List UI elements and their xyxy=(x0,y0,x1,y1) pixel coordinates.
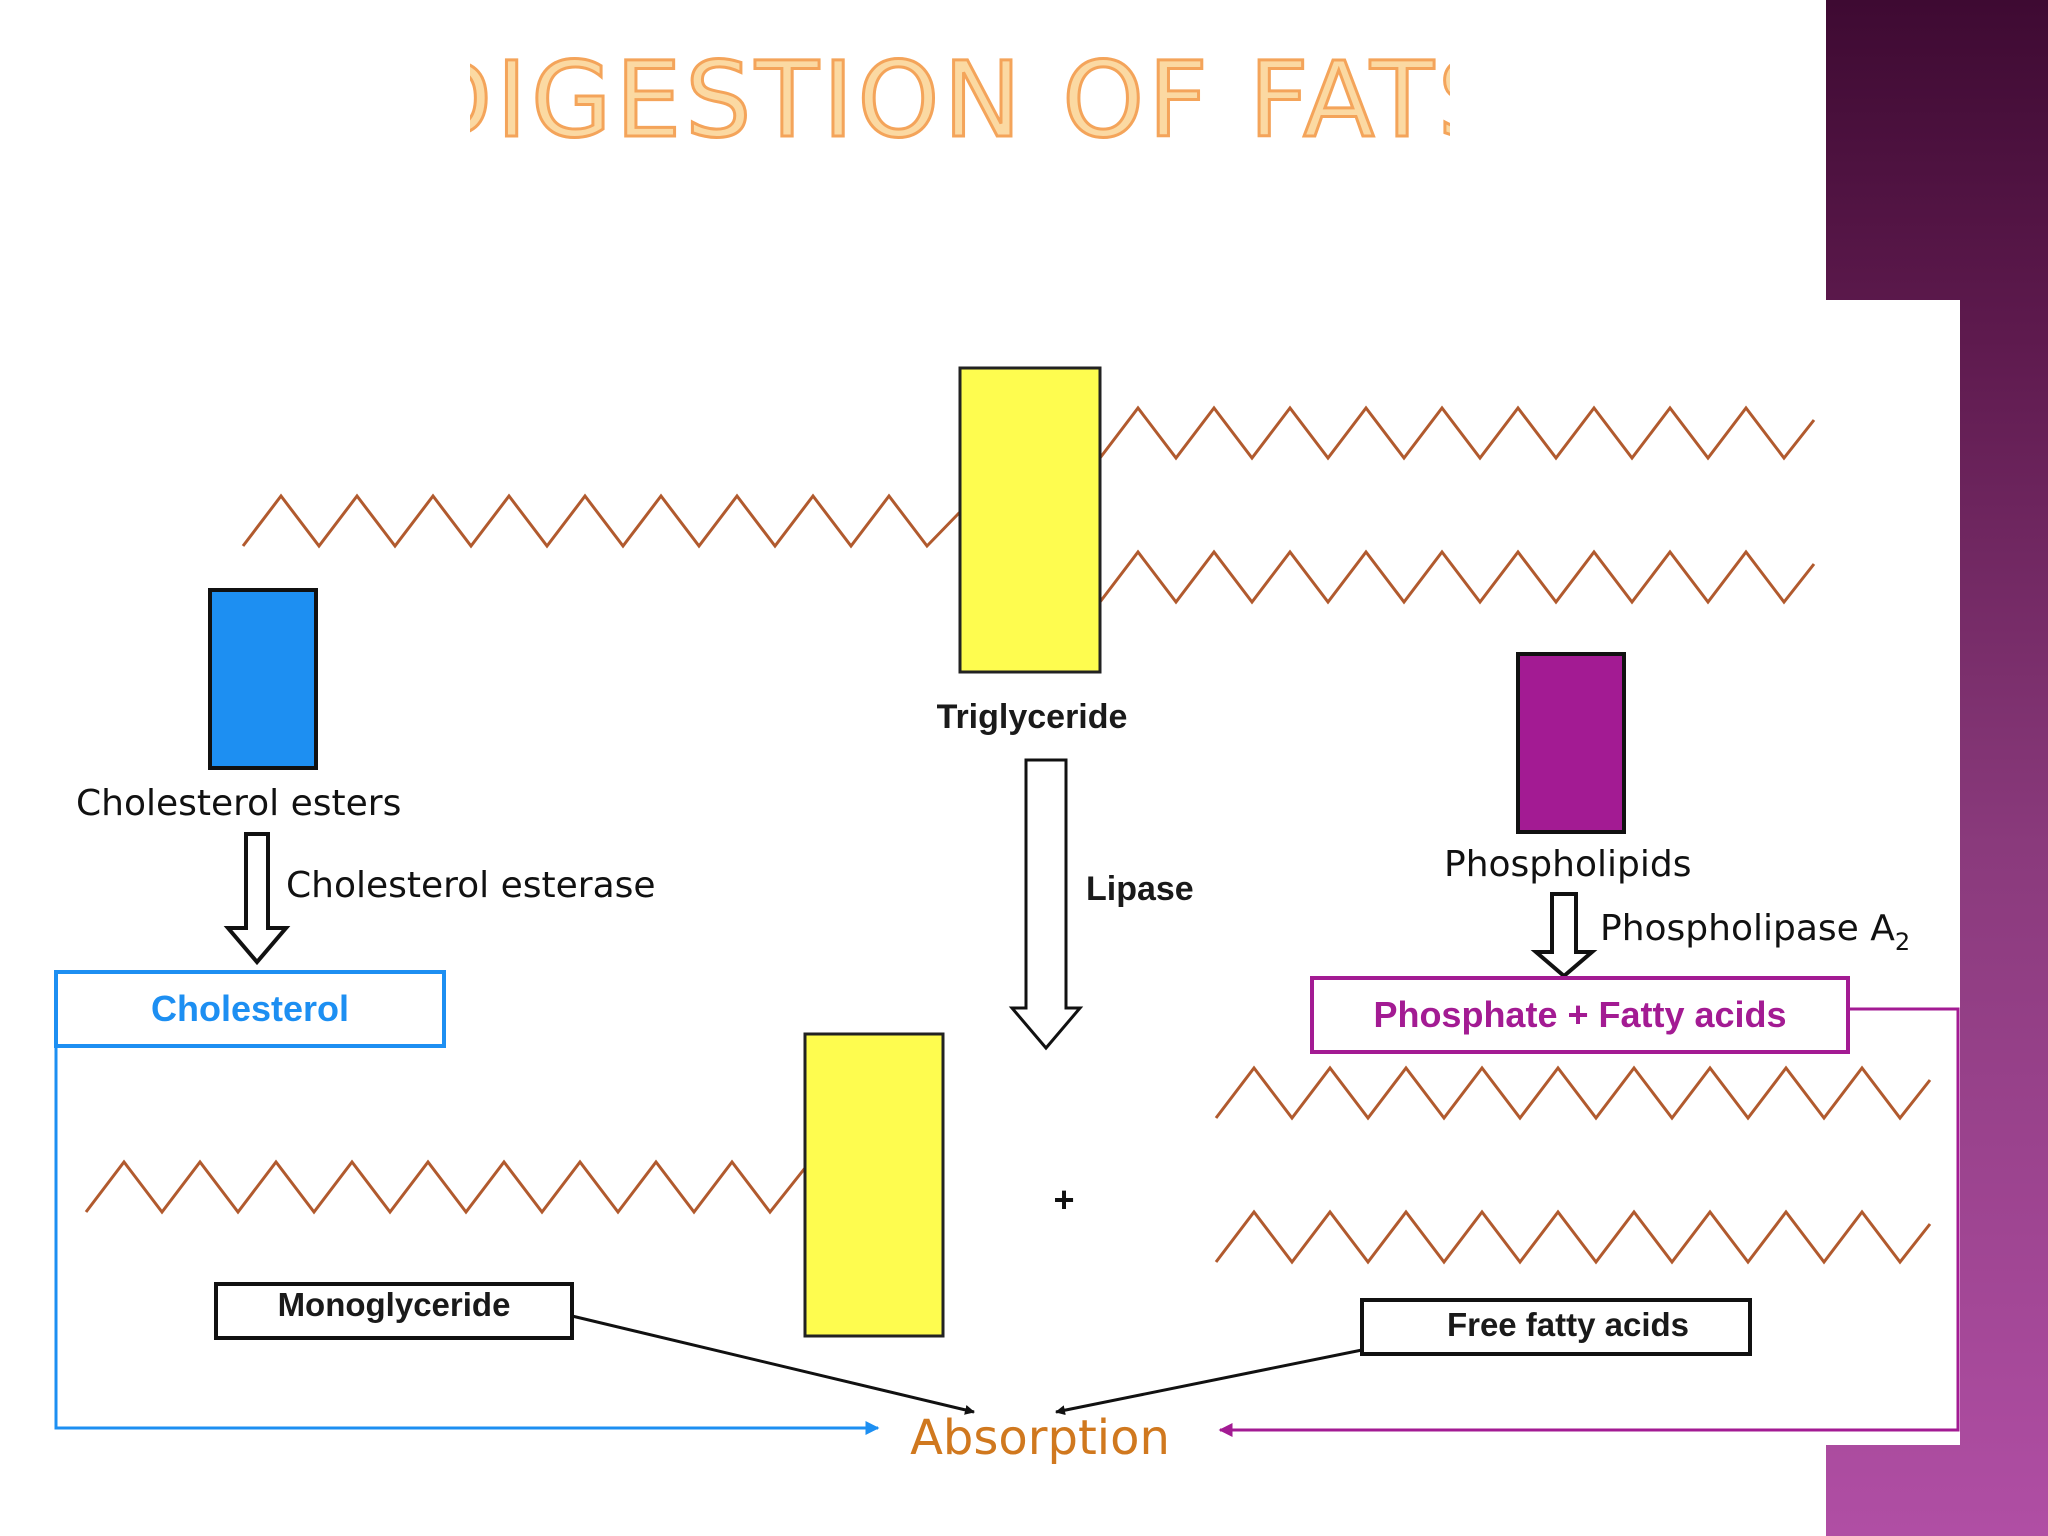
content-area xyxy=(1826,300,1960,1445)
monoglyceride-label: Monoglyceride xyxy=(278,1286,511,1323)
phosphate-fatty-acids-box xyxy=(1310,976,1850,1054)
cholesterol-box xyxy=(54,970,446,1048)
cholesterol-label: Cholesterol xyxy=(151,988,349,1029)
triglyceride-molecule xyxy=(241,366,1816,674)
glycerol-block xyxy=(803,1032,945,1338)
fatty-acid-chain xyxy=(1098,405,1816,461)
phospholipase-arrow xyxy=(1530,892,1598,979)
fatty-acid-chain xyxy=(241,493,962,549)
fatty-acid-chain xyxy=(1098,549,1816,605)
fatty-acid-chain xyxy=(1214,1065,1932,1121)
monoglyceride-molecule xyxy=(84,1032,945,1338)
monoglyceride-box xyxy=(214,1282,574,1340)
phospholipase-label: Phospholipase A2 xyxy=(1600,908,1910,956)
lipase-arrow xyxy=(1008,758,1084,1051)
glycerol-block xyxy=(958,366,1102,674)
page-title: DIGESTION OF FATS xyxy=(470,39,1450,148)
plus-sign: + xyxy=(1053,1179,1074,1220)
monoglyceride-to-absorption-arrow xyxy=(571,1314,975,1415)
triglyceride-label: Triglyceride xyxy=(937,698,1128,736)
phospholipid-block xyxy=(1516,652,1626,834)
free-fatty-acids-box xyxy=(1360,1298,1752,1356)
cholesterol-ester-block xyxy=(208,588,318,770)
phosphate-fatty-acids-label: Phosphate + Fatty acids xyxy=(1373,994,1786,1035)
fatty-acid-chain xyxy=(1214,1209,1932,1265)
fatty-acid-chain xyxy=(84,1159,807,1215)
free-fatty-acids-label: Free fatty acids xyxy=(1447,1306,1689,1343)
phospholipids-label: Phospholipids xyxy=(1444,844,1691,885)
absorption-label: Absorption xyxy=(910,1410,1170,1466)
phosphate-to-absorption-arrow xyxy=(1218,1007,1960,1437)
title-graphic: DIGESTION OF FATS xyxy=(470,38,1450,148)
cholesterol-esters-label: Cholesterol esters xyxy=(76,783,401,824)
lipase-label: Lipase xyxy=(1086,870,1194,908)
cholesterol-esterase-arrow xyxy=(223,832,291,966)
cholesterol-esterase-label: Cholesterol esterase xyxy=(286,865,656,906)
free-fatty-acids-to-absorption-arrow xyxy=(1055,1348,1363,1416)
cholesterol-to-absorption-arrow xyxy=(54,1046,880,1435)
